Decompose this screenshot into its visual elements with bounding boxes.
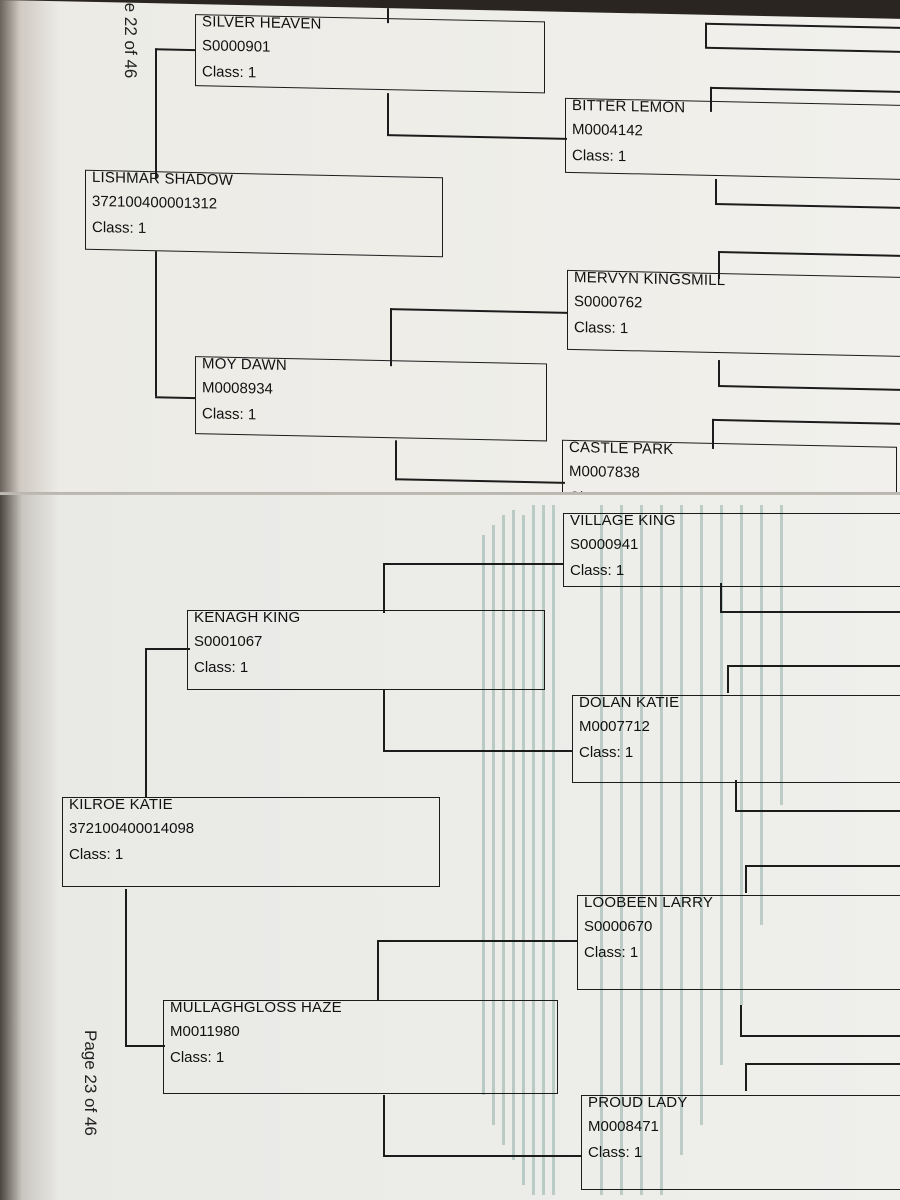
pedigree-box-mervyn-kingsmill: MERVYN KINGSMILL S0000762 Class: 1	[567, 269, 900, 357]
watermark-stripe	[700, 505, 703, 1125]
horse-name: SILVER HEAVEN	[202, 13, 322, 33]
class-label: Class: 1	[170, 1049, 225, 1066]
registration-number: 372100400014098	[69, 820, 195, 837]
pedigree-box-lishmar-shadow: LISHMAR SHADOW 372100400001312 Class: 1	[85, 168, 443, 258]
horse-name: CASTLE PARK	[569, 438, 674, 459]
pedigree-page-23: Page 23 of 46 VILLAGE KING S0000941 Clas…	[0, 495, 900, 1200]
class-label: Class: 1	[194, 659, 249, 676]
pedigree-box-silver-heaven: SILVER HEAVEN S0000901 Class: 1	[195, 13, 545, 94]
horse-name: MULLAGHGLOSS HAZE	[170, 999, 342, 1016]
pedigree-box-loobeen-larry: LOOBEEN LARRY S0000670 Class: 1	[577, 894, 900, 990]
horse-name: VILLAGE KING	[570, 512, 676, 529]
page-number-label: Page 23 of 46	[81, 1030, 100, 1136]
watermark-stripe	[680, 505, 683, 1155]
class-label: Class: 1	[202, 63, 257, 82]
horse-name: PROUD LADY	[588, 1094, 688, 1111]
watermark-stripe	[740, 505, 743, 1005]
registration-number: 372100400001312	[92, 192, 218, 213]
watermark-stripe	[660, 505, 663, 1195]
registration-number: M0008471	[588, 1118, 659, 1135]
horse-name: KENAGH KING	[194, 609, 301, 626]
watermark-stripe	[502, 515, 505, 1145]
registration-number: S0000670	[584, 918, 653, 935]
registration-number: S0000901	[202, 37, 271, 56]
class-label: Class: 1	[572, 146, 627, 166]
watermark-stripe	[760, 505, 763, 925]
class-label: Class: 1	[579, 744, 634, 761]
pedigree-box-mullaghgloss-haze: MULLAGHGLOSS HAZE M0011980 Class: 1	[163, 999, 558, 1094]
horse-name: MOY DAWN	[202, 355, 287, 375]
watermark-stripe	[482, 535, 485, 1095]
registration-number: S0001067	[194, 633, 263, 650]
pedigree-box-moy-dawn: MOY DAWN M0008934 Class: 1	[195, 355, 547, 442]
page-number-label: e 22 of 46	[121, 2, 140, 79]
pedigree-box-bitter-lemon: BITTER LEMON M0004142 Class: 1	[565, 96, 900, 180]
horse-name: DOLAN KATIE	[579, 694, 680, 711]
registration-number: M0008934	[202, 379, 273, 398]
pedigree-box-kilroe-katie: KILROE KATIE 372100400014098 Class: 1	[62, 796, 440, 887]
pedigree-box-dolan-katie: DOLAN KATIE M0007712 Class: 1	[572, 694, 900, 783]
horse-name: KILROE KATIE	[69, 796, 173, 813]
horse-name: LOOBEEN LARRY	[584, 894, 714, 911]
watermark-stripe	[640, 505, 643, 1195]
class-label: Class: 1	[570, 562, 625, 579]
registration-number: M0007838	[569, 462, 640, 482]
class-label: Class: 1	[202, 405, 257, 424]
watermark-stripe	[542, 505, 545, 1195]
registration-number: M0007712	[579, 718, 650, 735]
watermark-stripe	[532, 505, 535, 1195]
watermark-stripe	[552, 505, 555, 1195]
pedigree-box-proud-lady: PROUD LADY M0008471 Class: 1	[581, 1094, 900, 1190]
class-label: Class: 1	[584, 944, 639, 961]
registration-number: S0000762	[574, 293, 643, 312]
registration-number: M0011980	[170, 1023, 240, 1040]
watermark-stripe	[492, 525, 495, 1125]
watermark-stripe	[780, 505, 783, 805]
pedigree-box-kenagh-king: KENAGH KING S0001067 Class: 1	[187, 609, 545, 690]
horse-name: BITTER LEMON	[572, 96, 686, 117]
horse-name: LISHMAR SHADOW	[92, 168, 234, 189]
watermark-stripe	[512, 510, 515, 1160]
class-label: Class: 1	[574, 319, 629, 338]
pedigree-page-22: e 22 of 46 SILVER HEAVEN S0000901 Class:…	[0, 0, 900, 519]
registration-number: M0004142	[572, 120, 643, 140]
watermark-stripe	[600, 505, 603, 1195]
watermark-stripe	[522, 515, 525, 1185]
horse-name: MERVYN KINGSMILL	[574, 269, 726, 290]
class-label: Class: 1	[92, 218, 147, 238]
registration-number: S0000941	[570, 536, 639, 553]
class-label: Class: 1	[69, 846, 124, 863]
watermark-stripe	[620, 505, 623, 1195]
pedigree-box-village-king: VILLAGE KING S0000941 Class: 1	[563, 512, 900, 587]
class-label: Class: 1	[588, 1144, 643, 1161]
watermark-stripe	[720, 505, 723, 1065]
